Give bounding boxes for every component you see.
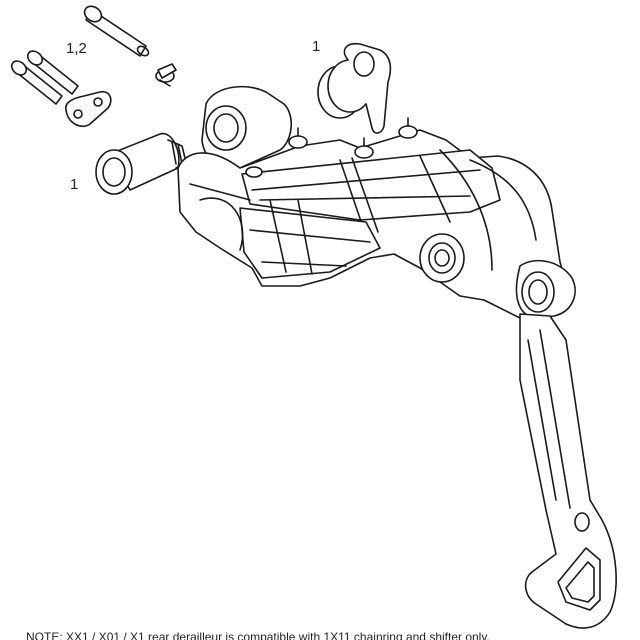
callout-upper-seal: 1	[312, 38, 321, 55]
derailleur-body	[177, 85, 576, 319]
short-pins-part	[10, 50, 79, 105]
upper-seal-part	[317, 42, 392, 134]
bushing-part	[95, 132, 187, 195]
derailleur-cage	[519, 313, 617, 629]
long-pin-part	[83, 5, 150, 57]
screw-clip-part	[155, 63, 177, 87]
link-plate-part	[64, 90, 112, 128]
callout-bushing: 1	[70, 176, 79, 193]
compatibility-note: NOTE: XX1 / X01 / X1 rear derailleur is …	[26, 630, 490, 640]
callout-pin-set: 1,2	[66, 40, 87, 57]
